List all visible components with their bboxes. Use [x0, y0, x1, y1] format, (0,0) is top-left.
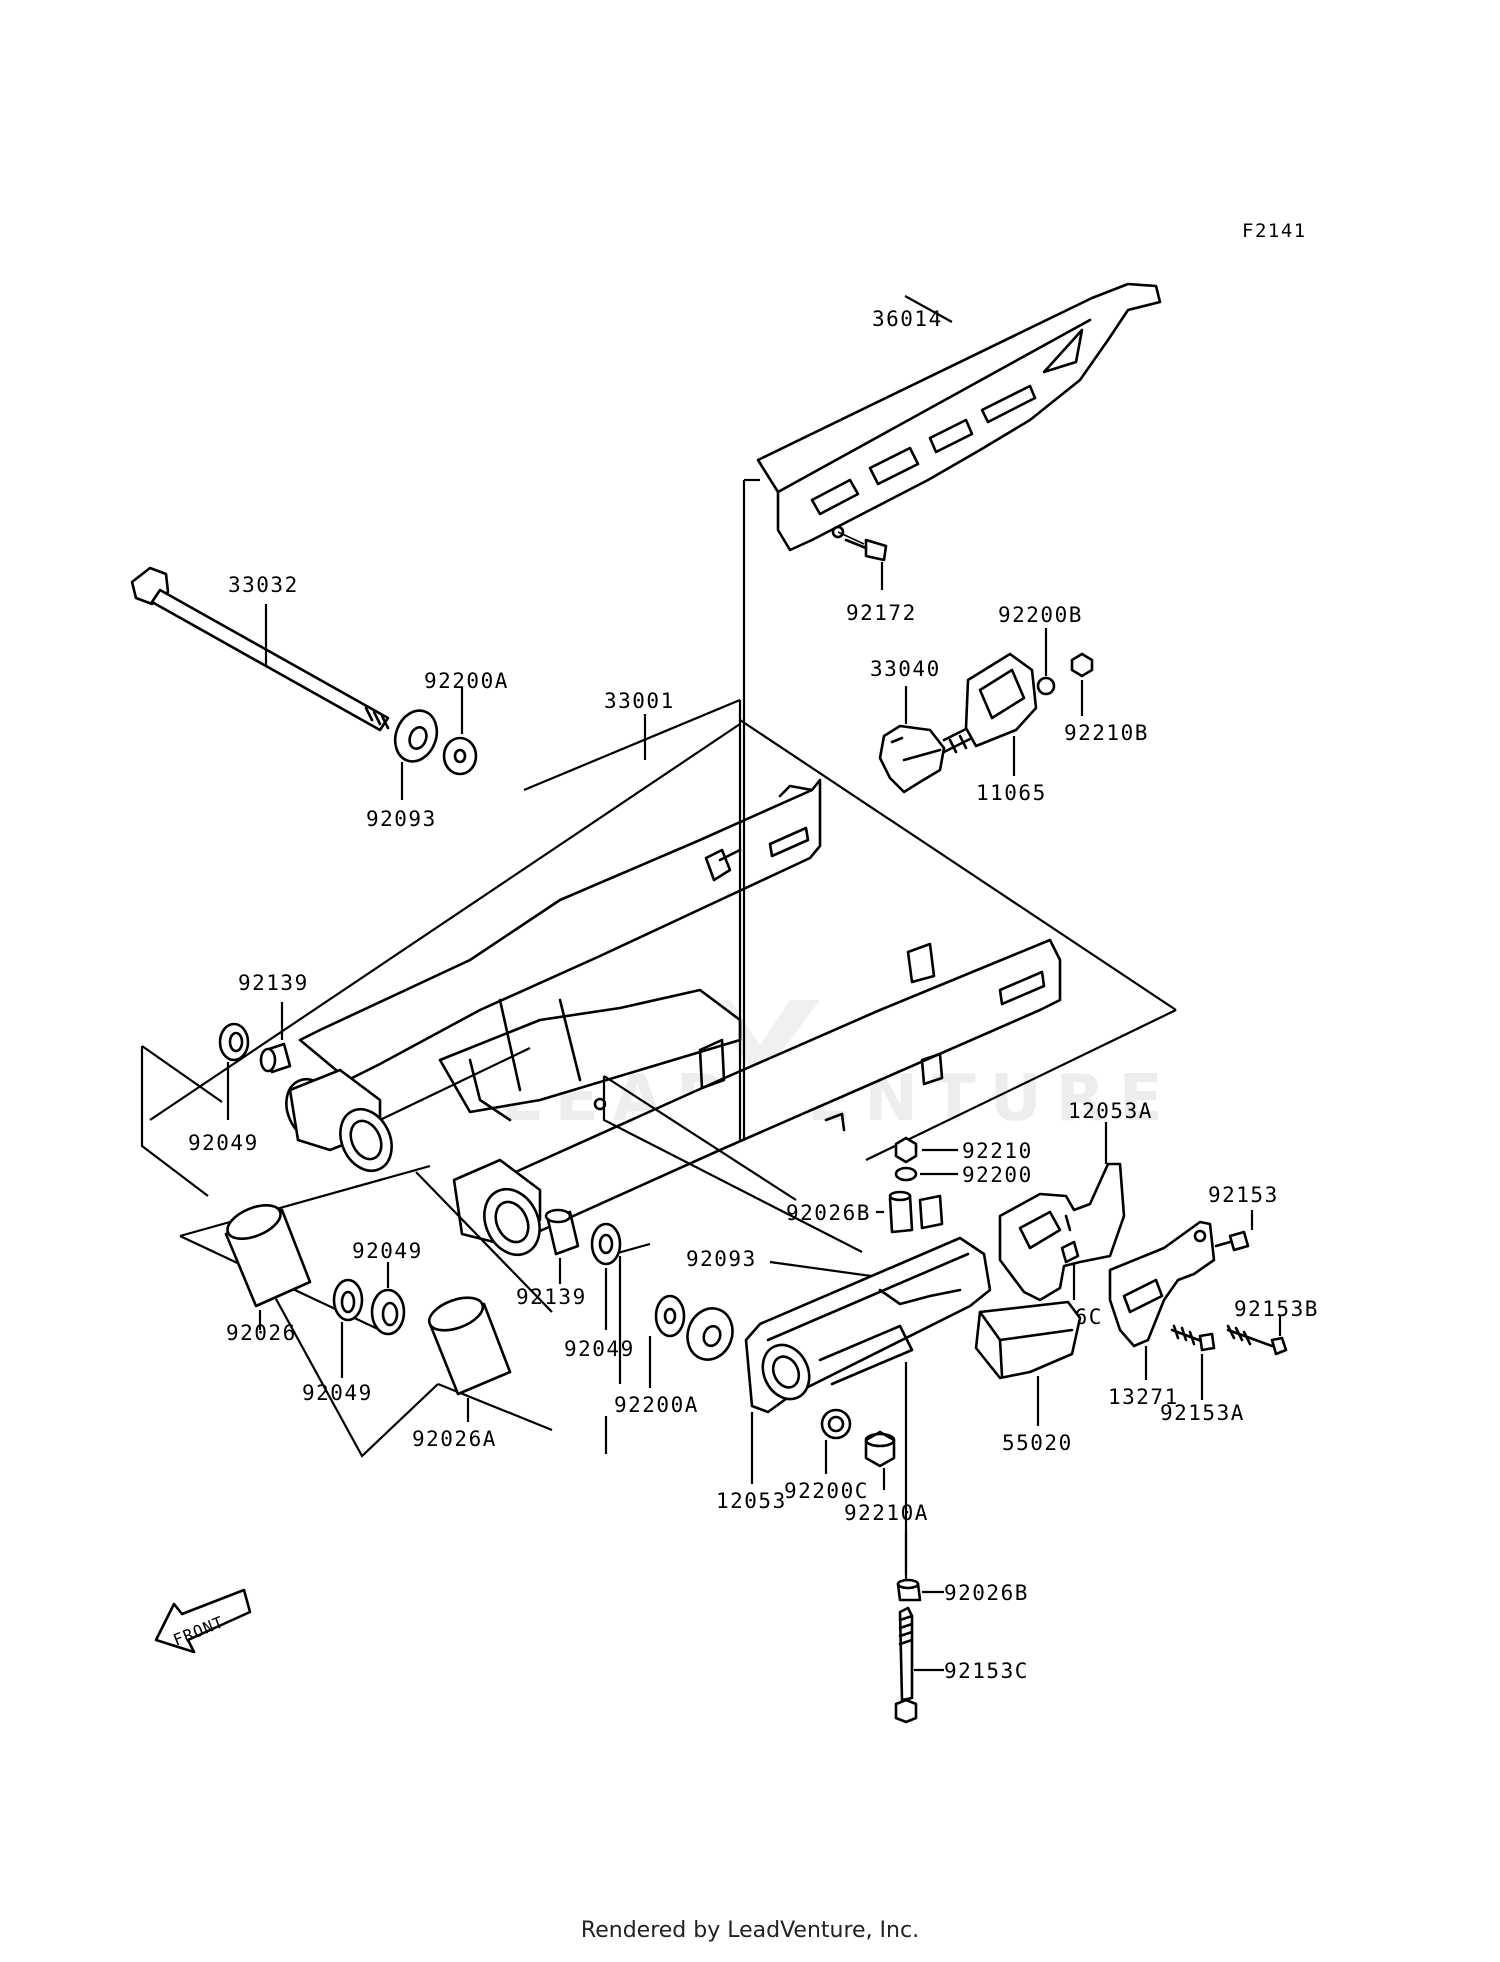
part-seal-92093-mid[interactable] — [680, 1302, 739, 1366]
label-33040: 33040 — [870, 657, 941, 681]
part-nut-92210B[interactable] — [1070, 652, 1094, 678]
label-92210B: 92210B — [1064, 721, 1149, 745]
part-bush-92139-mid[interactable] — [544, 1208, 580, 1256]
label-92049-a: 92049 — [352, 1239, 423, 1263]
label-92200C: 92200C — [784, 1479, 869, 1503]
label-92139-mid: 92139 — [516, 1285, 587, 1309]
figure-code: F2141 — [1242, 220, 1307, 242]
part-washer-92200A-mid[interactable] — [654, 1294, 686, 1338]
label-92049-left: 92049 — [188, 1131, 259, 1155]
part-bolt-92172[interactable] — [844, 538, 888, 562]
leader-frames — [140, 478, 1177, 1458]
label-92153: 92153 — [1208, 1183, 1279, 1207]
label-92026A: 92026A — [412, 1427, 497, 1451]
part-seal-92049-a[interactable] — [332, 1278, 364, 1322]
label-92049-b: 92049 — [564, 1337, 635, 1361]
label-33001: 33001 — [604, 689, 675, 713]
label-92172: 92172 — [846, 601, 917, 625]
label-92200: 92200 — [962, 1163, 1033, 1187]
label-92200A-mid: 92200A — [614, 1393, 699, 1417]
label-92153C: 92153C — [944, 1659, 1029, 1683]
label-92200A-top: 92200A — [424, 669, 509, 693]
part-collar-92026B-bottom[interactable] — [896, 1578, 922, 1602]
part-pivot-shaft-33032[interactable] — [130, 566, 390, 732]
part-seal-92049-left[interactable] — [218, 1022, 250, 1062]
label-36014: 36014 — [872, 307, 943, 331]
label-92200B: 92200B — [998, 603, 1083, 627]
part-nut-92210[interactable] — [894, 1136, 918, 1164]
part-bush-92026A[interactable] — [425, 1291, 512, 1396]
label-92026: 92026 — [226, 1321, 297, 1345]
part-bolt-92153B[interactable] — [1226, 1324, 1288, 1356]
part-chain-slider-12053[interactable] — [744, 1236, 992, 1414]
label-92026B-mid: 92026B — [786, 1201, 871, 1225]
label-92210: 92210 — [962, 1139, 1033, 1163]
part-seal-92049-mid[interactable] — [590, 1222, 622, 1266]
label-33032: 33032 — [228, 573, 299, 597]
part-bush-92026[interactable] — [223, 1199, 312, 1308]
part-chain-adjuster-33040[interactable] — [878, 708, 1006, 794]
label-11065: 11065 — [976, 781, 1047, 805]
part-bush-92139-left[interactable] — [259, 1042, 292, 1074]
part-chain-guide-12053A[interactable] — [998, 1162, 1126, 1302]
part-cover-11065[interactable] — [964, 652, 1038, 748]
label-12053A: 12053A — [1068, 1099, 1153, 1123]
footer-credit: Rendered by LeadVenture, Inc. — [580, 1918, 920, 1943]
label-92210A: 92210A — [844, 1501, 929, 1525]
label-13271: 13271 — [1108, 1385, 1179, 1409]
part-collar-92026B-mid[interactable] — [888, 1190, 944, 1234]
part-washer-92200[interactable] — [894, 1166, 918, 1182]
part-chain-guard-36014[interactable] — [756, 282, 1162, 552]
label-92093-mid: 92093 — [686, 1247, 757, 1271]
part-bolt-92153[interactable] — [1214, 1230, 1250, 1252]
label-92093-top: 92093 — [366, 807, 437, 831]
part-bolt-92153C[interactable] — [894, 1606, 918, 1724]
part-seal-92093-top[interactable] — [388, 705, 443, 768]
part-washer-92200C[interactable] — [820, 1408, 852, 1440]
label-12053: 12053 — [716, 1489, 787, 1513]
label-92026B-bottom: 92026B — [944, 1581, 1029, 1605]
label-92139-left: 92139 — [238, 971, 309, 995]
part-swingarm-33001[interactable] — [277, 778, 1062, 1264]
label-92049-c: 92049 — [302, 1381, 373, 1405]
part-nut-92210A[interactable] — [864, 1430, 896, 1468]
label-55020: 55020 — [1002, 1431, 1073, 1455]
part-seal-92049-b[interactable] — [370, 1288, 406, 1336]
label-92153A: 92153A — [1160, 1401, 1245, 1425]
part-guide-plate-13271[interactable] — [1108, 1220, 1216, 1348]
part-bolt-92153A[interactable] — [1170, 1324, 1216, 1352]
part-washer-92200B[interactable] — [1036, 676, 1056, 696]
part-collar-92026C[interactable] — [1060, 1240, 1080, 1264]
part-slider-55020[interactable] — [974, 1300, 1082, 1380]
part-washer-92200A-top[interactable] — [442, 736, 478, 776]
front-arrow-icon: FRONT — [154, 1588, 252, 1654]
label-92153B: 92153B — [1234, 1297, 1319, 1321]
